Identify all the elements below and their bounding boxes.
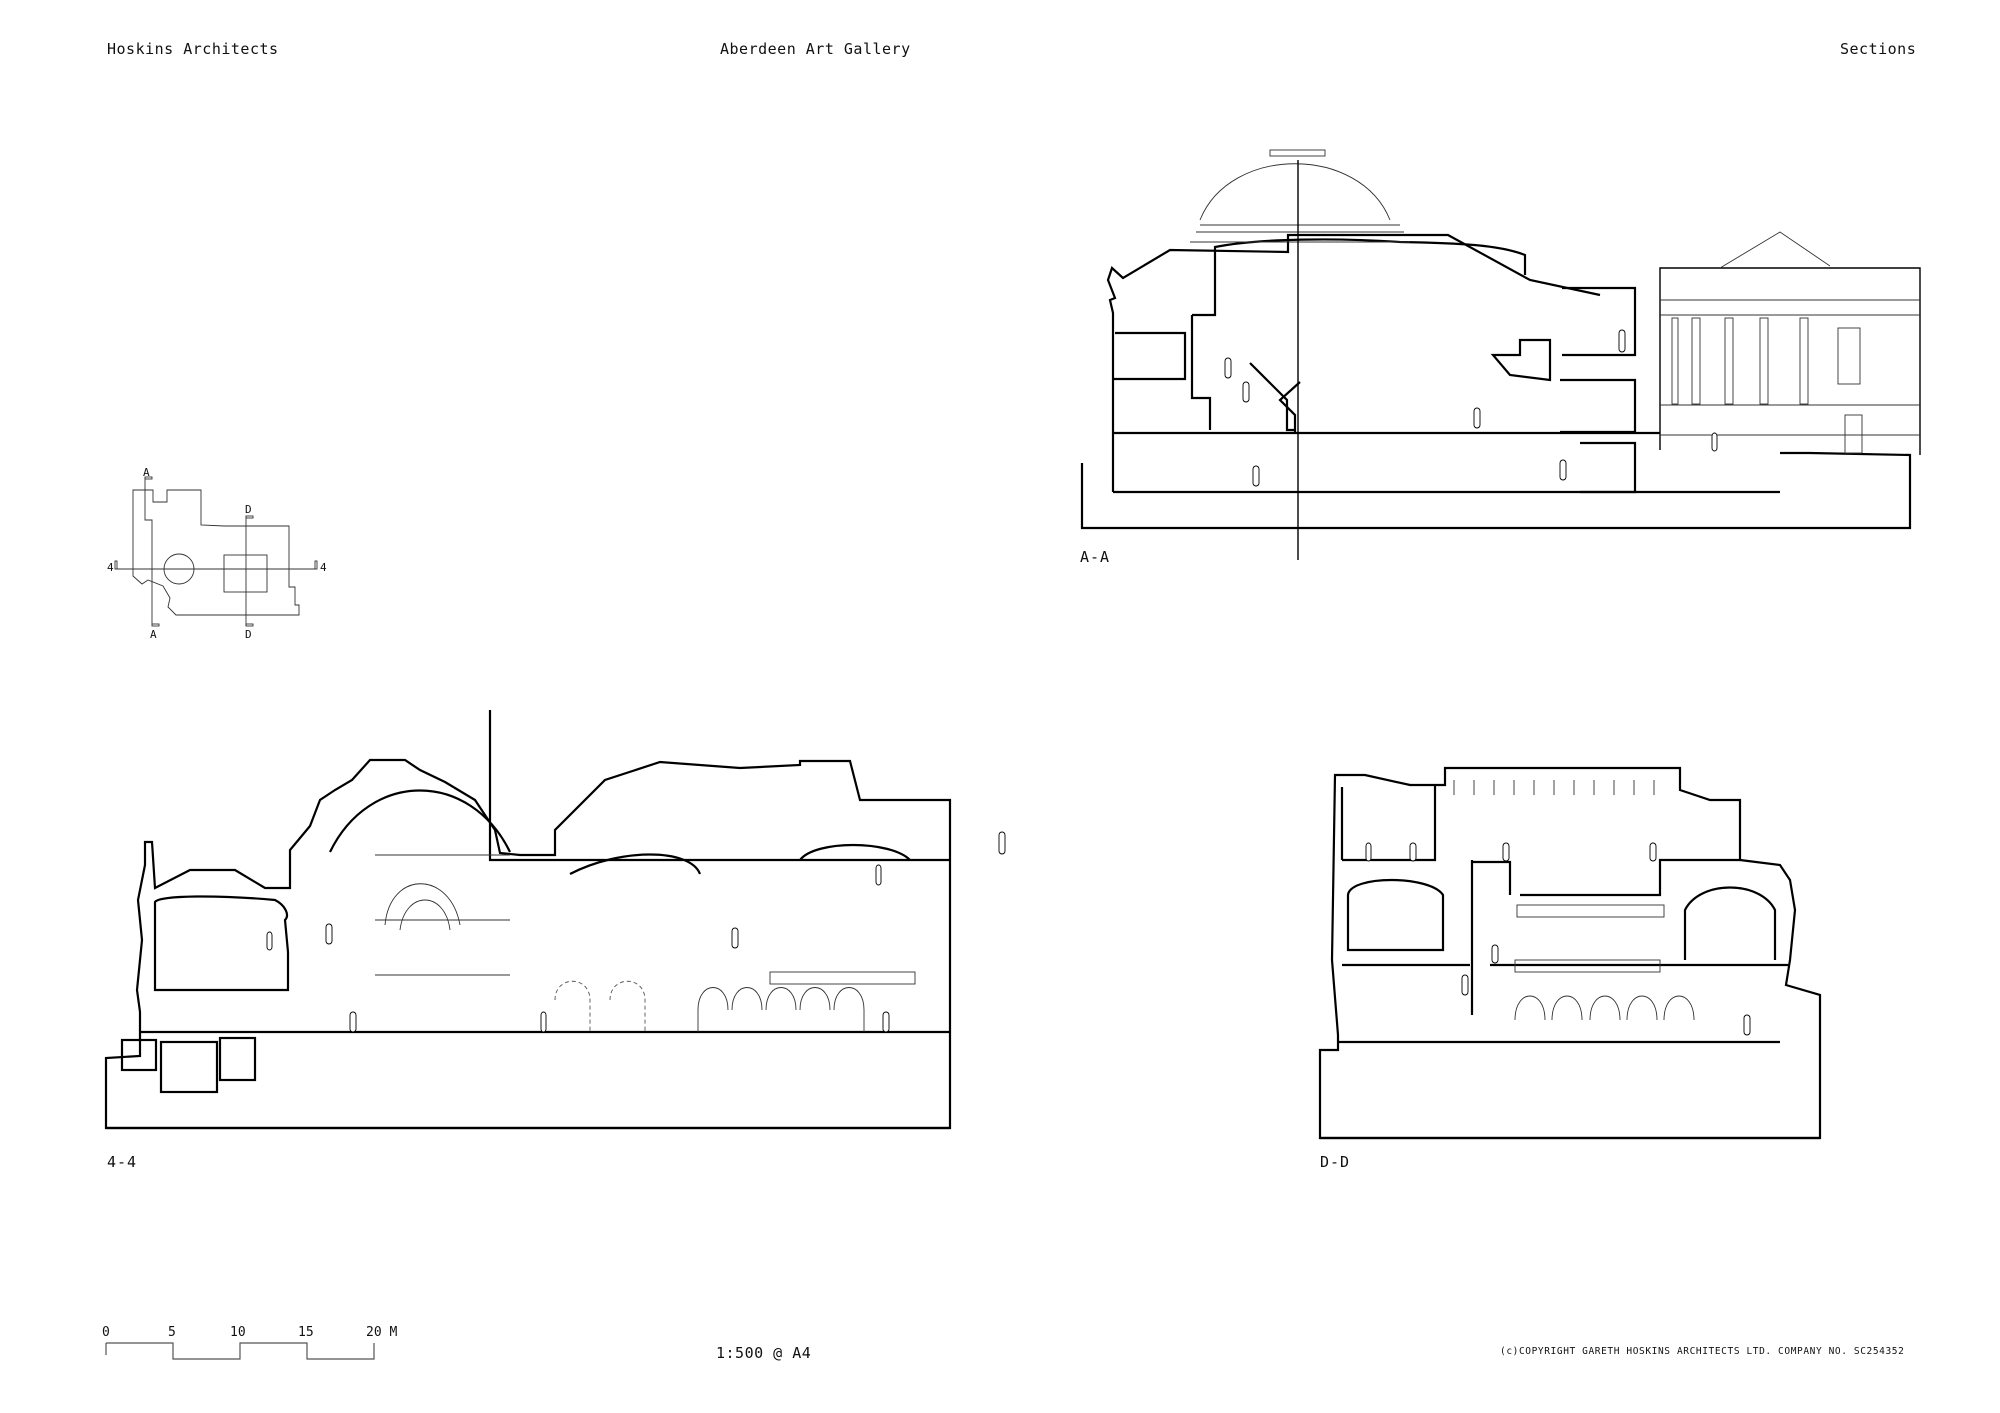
scale-tick-20m: 20 M [366,1325,398,1340]
key-marker-4-left: 4 [107,561,115,574]
section-label-4-4: 4-4 [107,1153,138,1171]
scale-tick-0: 0 [102,1325,110,1340]
key-marker-a-top: A [143,466,151,479]
sheet-title: Sections [1840,40,1917,58]
practice-name: Hoskins Architects [107,40,279,58]
key-marker-a-bottom: A [150,628,158,641]
scale-tick-10: 10 [230,1325,246,1340]
section-label-d-d: D-D [1320,1153,1351,1171]
key-plan [114,476,318,627]
drawing-scale: 1:500 @ A4 [716,1344,812,1362]
project-title: Aberdeen Art Gallery [720,40,911,58]
scale-tick-5: 5 [168,1325,176,1340]
section-a-a-drawing [1080,149,1921,560]
key-marker-d-top: D [245,503,253,516]
scale-tick-15: 15 [298,1325,314,1340]
key-marker-d-bottom: D [245,628,253,641]
copyright-notice: (c)COPYRIGHT GARETH HOSKINS ARCHITECTS L… [1500,1346,1905,1357]
section-4-4-drawing [104,710,1006,1130]
section-d-d-drawing [1318,766,1822,1140]
scale-bar [105,1342,375,1360]
section-label-a-a: A-A [1080,548,1111,566]
key-marker-4-right: 4 [320,561,328,574]
